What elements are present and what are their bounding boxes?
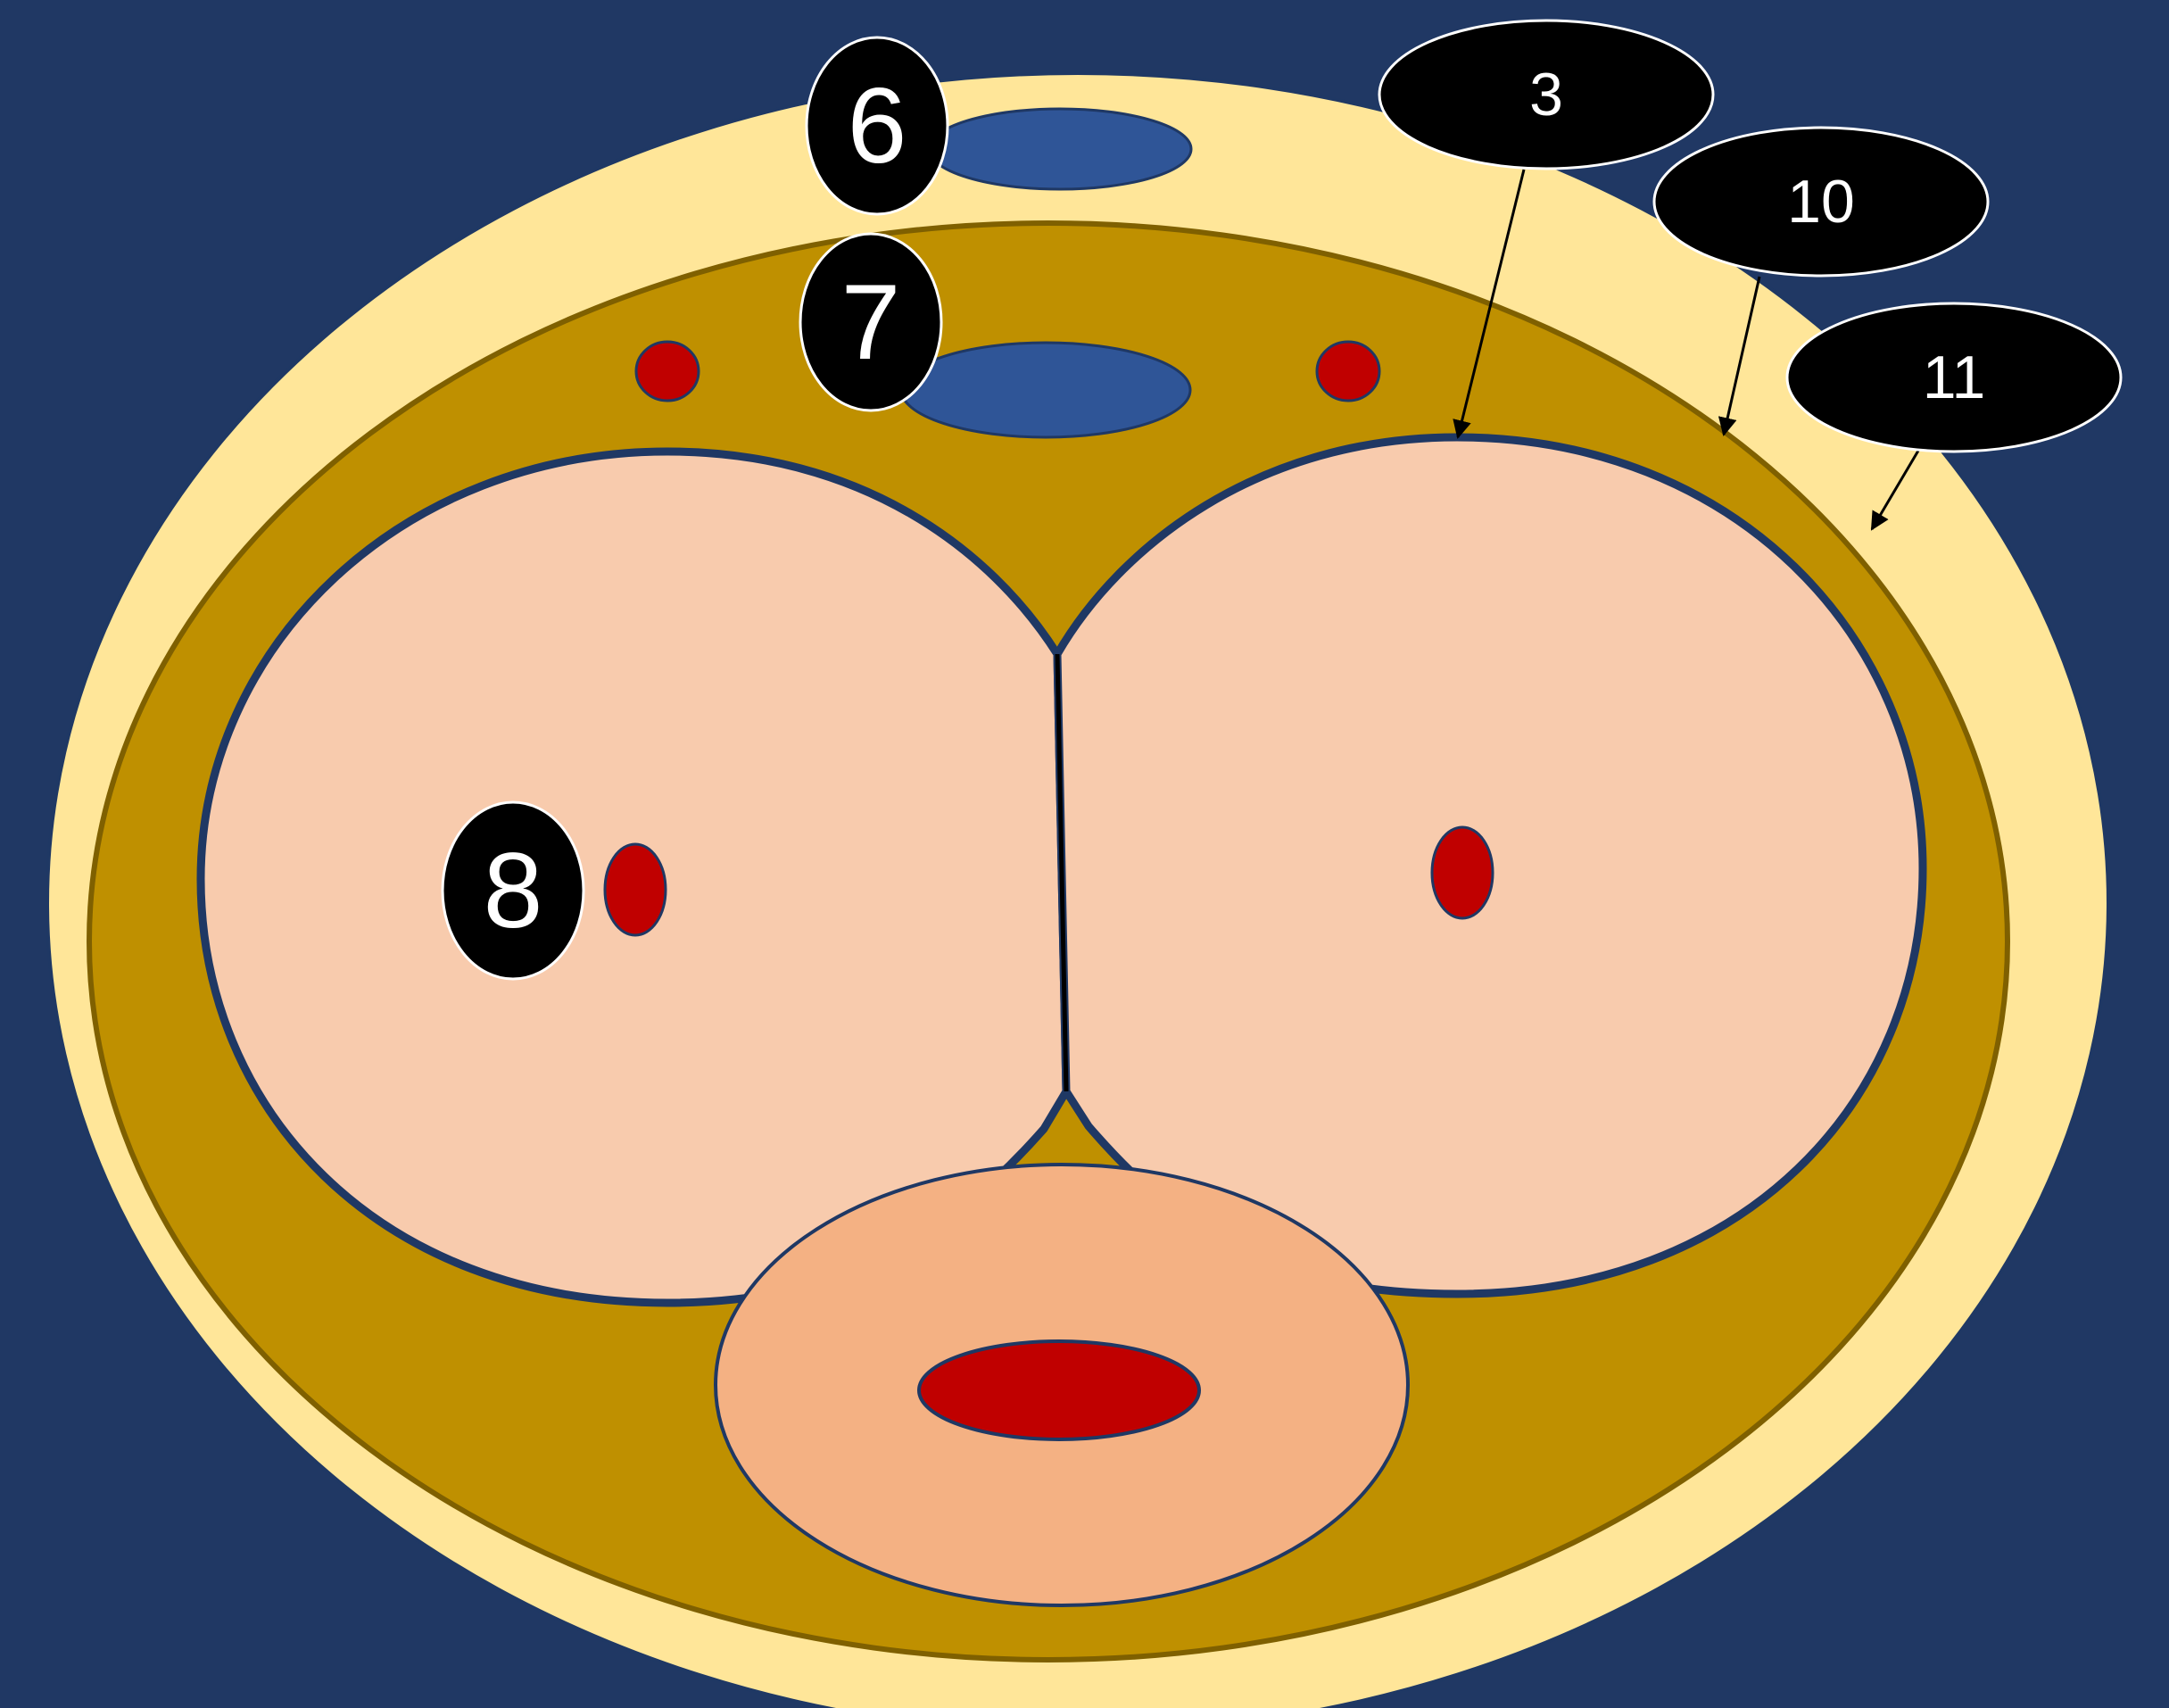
- superficial-vein: [929, 109, 1191, 189]
- right-lobe-vessel: [1432, 827, 1493, 918]
- left-small-artery: [636, 342, 699, 401]
- label-11-text: 11: [1923, 344, 1986, 411]
- label-6: 6: [807, 37, 948, 214]
- label-11: 11: [1787, 303, 2121, 452]
- label-7: 7: [800, 234, 941, 410]
- right-small-artery: [1317, 342, 1379, 401]
- label-10: 10: [1654, 128, 1988, 276]
- label-10-text: 10: [1787, 168, 1855, 236]
- label-3: 3: [1379, 21, 1713, 169]
- label-6-text: 6: [848, 66, 907, 186]
- label-7-text: 7: [841, 262, 901, 382]
- label-8: 8: [443, 802, 584, 979]
- left-lobe-vessel: [605, 844, 666, 935]
- deep-vein: [901, 343, 1190, 437]
- rectal-lumen: [919, 1341, 1199, 1439]
- label-3-text: 3: [1529, 61, 1563, 129]
- label-8-text: 8: [484, 831, 543, 950]
